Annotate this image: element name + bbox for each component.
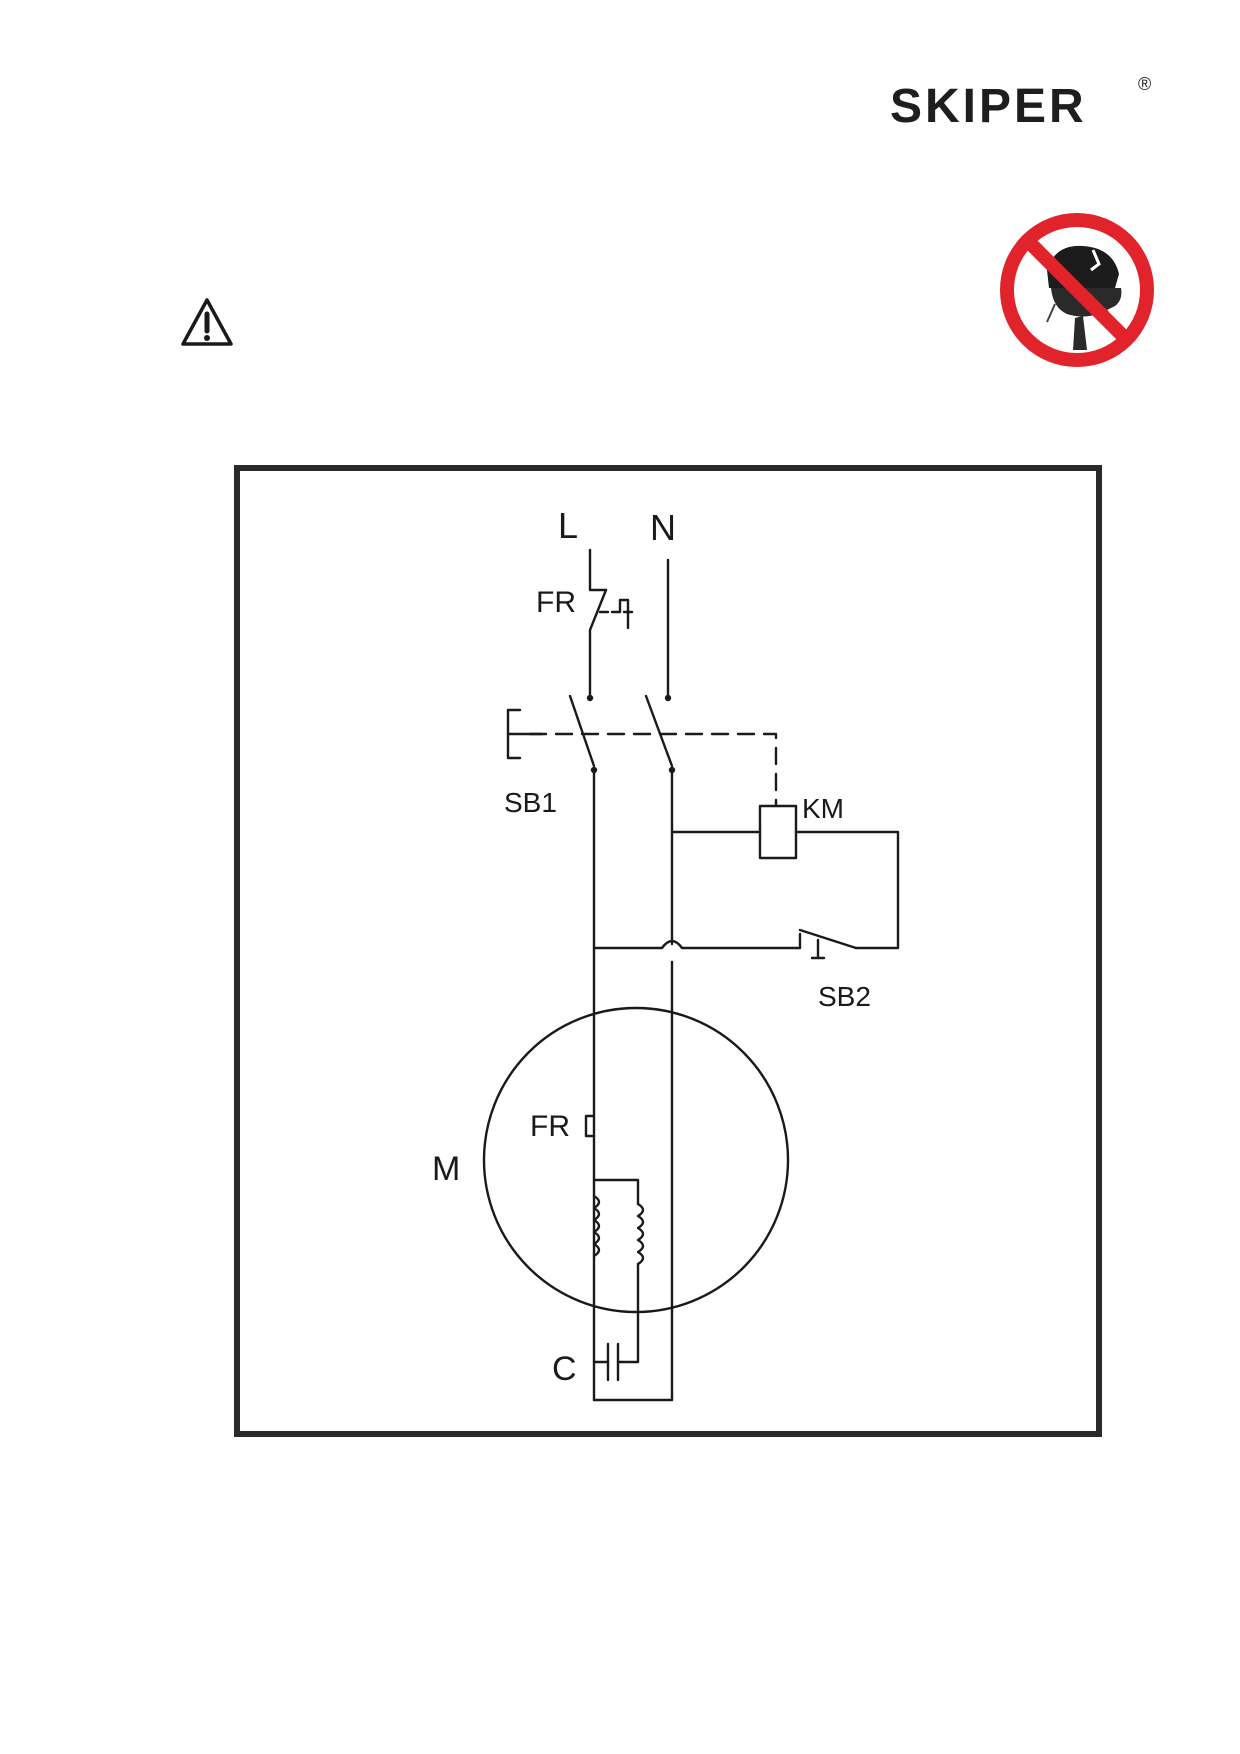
registered-mark: ®	[1138, 74, 1151, 94]
motor-circle	[482, 1006, 790, 1314]
label-sb2: SB2	[818, 981, 871, 1012]
skiper-logo: SKIPER ®	[890, 74, 1151, 130]
sb2-push-button	[592, 928, 858, 960]
motor-windings	[592, 1178, 645, 1364]
capacitor	[592, 1342, 624, 1382]
label-neutral: N	[650, 507, 676, 548]
supply-wiring	[586, 548, 672, 702]
label-fr-motor: FR	[530, 1110, 570, 1143]
km-coil	[758, 804, 798, 860]
km-coil-branch	[670, 804, 900, 950]
label-sb1: SB1	[504, 787, 557, 818]
label-line: L	[558, 505, 578, 546]
diagram-frame	[234, 465, 1102, 1437]
overload-relay-contact	[598, 598, 634, 630]
label-motor: M	[432, 1150, 460, 1188]
warning-triangle-icon	[181, 298, 233, 346]
label-capacitor: C	[552, 1350, 577, 1388]
main-rails	[592, 770, 674, 1402]
brand-name: SKIPER	[890, 80, 1087, 130]
no-operator-head-prohibition-icon	[999, 212, 1155, 368]
motor-overload-relay	[584, 1114, 596, 1138]
label-km: KM	[802, 793, 844, 824]
sb1-switch	[506, 694, 778, 808]
label-fr-top: FR	[536, 586, 576, 619]
